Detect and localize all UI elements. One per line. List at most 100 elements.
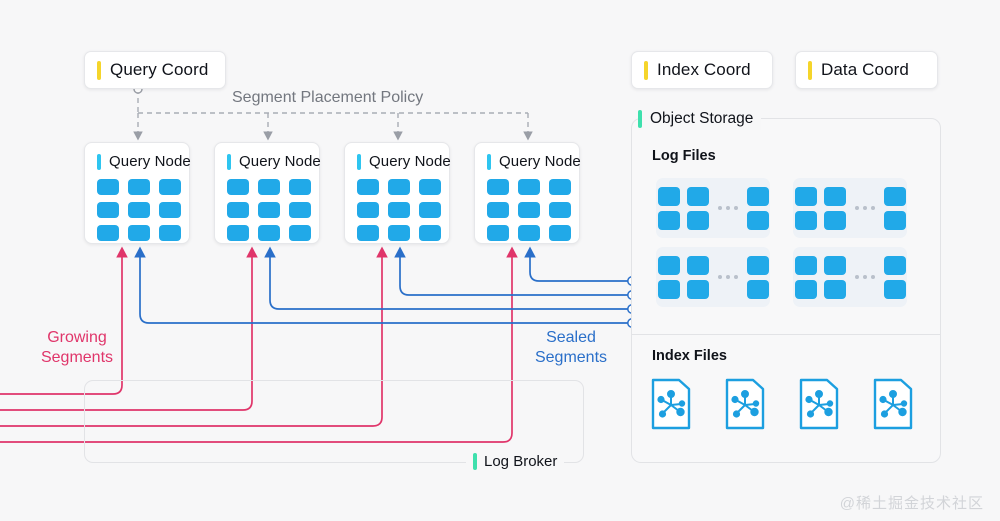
log-tile [686,186,709,206]
growing-segments-line2: Segments [40,349,114,366]
log-tile-pair [746,186,769,230]
index-coord-label: Index Coord [657,60,751,79]
log-broker-panel [84,380,584,463]
sealed-segment-wires [134,252,635,324]
log-tile [883,186,906,206]
segment-tile [518,225,540,241]
log-tile [794,279,817,299]
ellipsis-icon [717,206,738,210]
object-storage-legend: Object Storage [638,108,762,130]
query-node-2-header: Query Node [227,153,321,170]
object-storage-label: Object Storage [650,110,754,127]
segment-tile [159,225,181,241]
sealed-segments-line2: Segments [534,349,608,366]
log-tile-pair [883,255,906,299]
log-tile-pair [794,186,817,230]
log-tile [794,186,817,206]
log-tile-pair [746,255,769,299]
query-node-2-segments [227,179,311,241]
segment-tile [549,202,571,218]
index-coord-card[interactable]: Index Coord [631,51,773,89]
query-node-4-label: Query Node [499,153,581,170]
segment-tile [357,179,379,195]
growing-segments-line1: Growing [47,329,107,346]
data-coord-label: Data Coord [821,60,909,79]
index-file-icon-1 [651,378,691,430]
log-tile-pair [657,255,680,299]
query-node-3[interactable]: Query Node [344,142,451,244]
log-tile [823,255,846,275]
query-node-3-accent-bar [357,153,361,170]
log-tile [883,255,906,275]
query-node-1[interactable]: Query Node [84,142,191,244]
segment-tile [419,225,441,241]
log-tile [746,255,769,275]
log-broker-accent-bar [473,452,477,470]
log-tile [686,255,709,275]
log-tile [883,279,906,299]
log-tile [746,186,769,206]
segment-tile [289,179,311,195]
log-files-title: Log Files [652,148,716,164]
query-node-4[interactable]: Query Node [474,142,581,244]
segment-tile [227,225,249,241]
object-storage-divider [632,334,940,335]
log-tile [883,210,906,230]
query-node-2[interactable]: Query Node [214,142,321,244]
index-files-title: Index Files [652,348,727,364]
log-tile [823,186,846,206]
segment-tile [159,202,181,218]
log-file-block-1 [656,178,770,238]
index-file-icon-2 [725,378,765,430]
log-tile-pair [883,186,906,230]
log-tile [657,210,680,230]
query-coord-card[interactable]: Query Coord [84,51,226,89]
query-node-1-label: Query Node [109,153,191,170]
segment-tile [258,225,280,241]
log-file-block-4 [793,247,907,307]
segment-tile [388,202,410,218]
segment-tile [159,179,181,195]
query-node-1-accent-bar [97,153,101,170]
log-tile [686,279,709,299]
segment-tile [388,179,410,195]
segment-tile [258,179,280,195]
query-node-2-accent-bar [227,153,231,170]
index-file-icon-4 [873,378,913,430]
segment-tile [258,202,280,218]
segment-tile [487,179,509,195]
log-tile [823,279,846,299]
log-tile [657,255,680,275]
segment-tile [419,202,441,218]
log-tile-pair [686,255,709,299]
query-node-4-header: Query Node [487,153,581,170]
log-tile [794,255,817,275]
query-node-1-header: Query Node [97,153,191,170]
data-coord-card[interactable]: Data Coord [795,51,938,89]
segment-tile [549,225,571,241]
segment-placement-policy-label: Segment Placement Policy [232,89,424,106]
ellipsis-icon [717,275,738,279]
segment-tile [289,225,311,241]
index-coord-accent-bar [644,60,648,80]
segment-tile [227,179,249,195]
segment-tile [518,179,540,195]
log-file-block-2 [793,178,907,238]
segment-tile [388,225,410,241]
data-coord-accent-bar [808,60,812,80]
segment-tile [419,179,441,195]
log-tile-pair [823,255,846,299]
log-tile-pair [823,186,846,230]
log-tile-pair [657,186,680,230]
log-tile-pair [794,255,817,299]
growing-segments-label: Growing Segments [22,328,132,368]
segment-tile [128,179,150,195]
log-tile-pair [686,186,709,230]
query-node-3-segments [357,179,441,241]
query-coord-accent-bar [97,60,101,80]
log-tile [794,210,817,230]
segment-tile [518,202,540,218]
query-node-3-header: Query Node [357,153,451,170]
query-node-1-segments [97,179,181,241]
segment-tile [128,225,150,241]
